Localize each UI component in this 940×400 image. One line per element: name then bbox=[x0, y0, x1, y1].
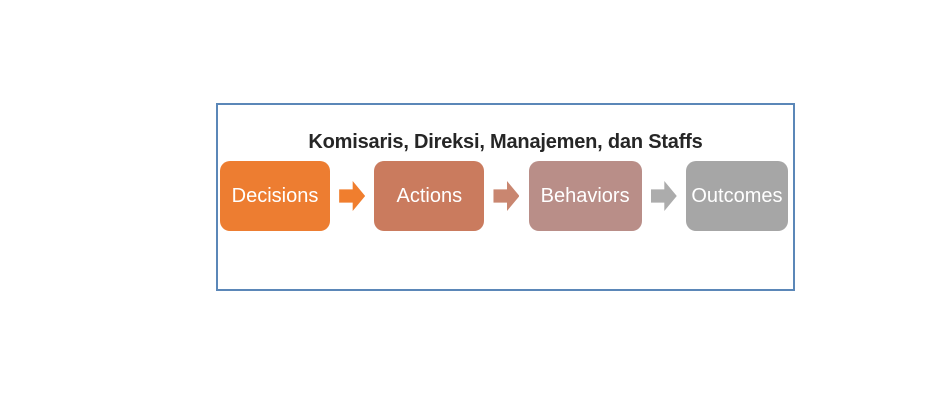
node-outcomes-label: Outcomes bbox=[691, 185, 783, 207]
process-frame: Komisaris, Direksi, Manajemen, dan Staff… bbox=[216, 103, 795, 291]
node-behaviors: Behaviors bbox=[528, 161, 642, 231]
node-decisions-label: Decisions bbox=[231, 185, 319, 207]
node-behaviors-label: Behaviors bbox=[540, 185, 630, 207]
arrow-right-icon bbox=[650, 181, 677, 211]
arrow-right-icon bbox=[339, 181, 366, 211]
frame-title: Komisaris, Direksi, Manajemen, dan Staff… bbox=[308, 131, 703, 153]
node-actions: Actions bbox=[374, 161, 485, 231]
node-actions-label: Actions bbox=[396, 185, 463, 207]
process-flow: Decisions Actions Behaviors Outcomes bbox=[218, 161, 793, 231]
arrow-right-icon bbox=[493, 181, 520, 211]
node-decisions: Decisions bbox=[220, 161, 330, 231]
node-outcomes: Outcomes bbox=[685, 161, 788, 231]
